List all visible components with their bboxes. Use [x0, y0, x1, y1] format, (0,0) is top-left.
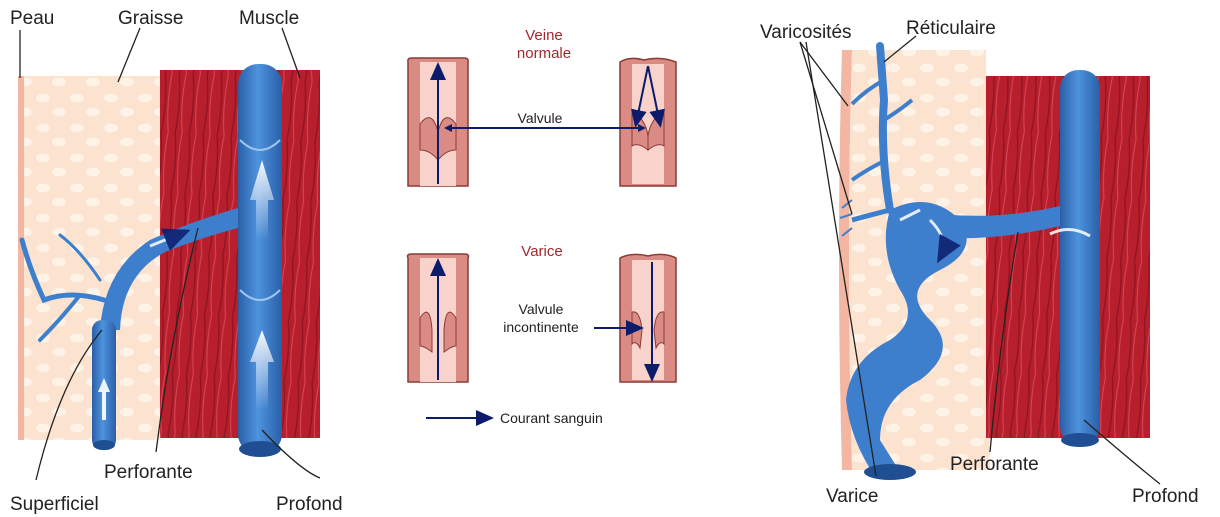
label-incompetent-2: incontinente	[503, 319, 579, 335]
label-perforating-right: Perforante	[950, 454, 1039, 475]
title-varicose: Varice	[521, 243, 562, 260]
label-skin: Peau	[10, 8, 54, 29]
left-panel	[18, 64, 320, 457]
label-muscle: Muscle	[239, 8, 299, 29]
label-perforating-left: Perforante	[104, 462, 193, 483]
legend-label: Courant sanguin	[500, 410, 603, 426]
label-fat: Graisse	[118, 8, 183, 29]
varicose-vein-a	[408, 254, 469, 382]
label-deep-right: Profond	[1132, 486, 1199, 507]
deep-vein-right	[1060, 70, 1100, 444]
label-varicosities: Varicosités	[760, 22, 852, 43]
label-varicose: Varice	[826, 486, 878, 507]
skin-layer	[18, 76, 24, 440]
right-panel	[839, 46, 1150, 480]
title-normal-1: Veine	[525, 27, 563, 44]
title-normal-2: normale	[517, 45, 571, 62]
varicose-vein-b	[620, 254, 676, 382]
label-deep-left: Profond	[276, 494, 343, 515]
label-reticular: Réticulaire	[906, 18, 996, 39]
normal-vein-open	[408, 58, 468, 186]
normal-vein-closed	[620, 58, 676, 186]
label-valve: Valvule	[518, 110, 563, 126]
label-incompetent-1: Valvule	[519, 301, 564, 317]
label-superficial: Superficiel	[10, 494, 99, 515]
